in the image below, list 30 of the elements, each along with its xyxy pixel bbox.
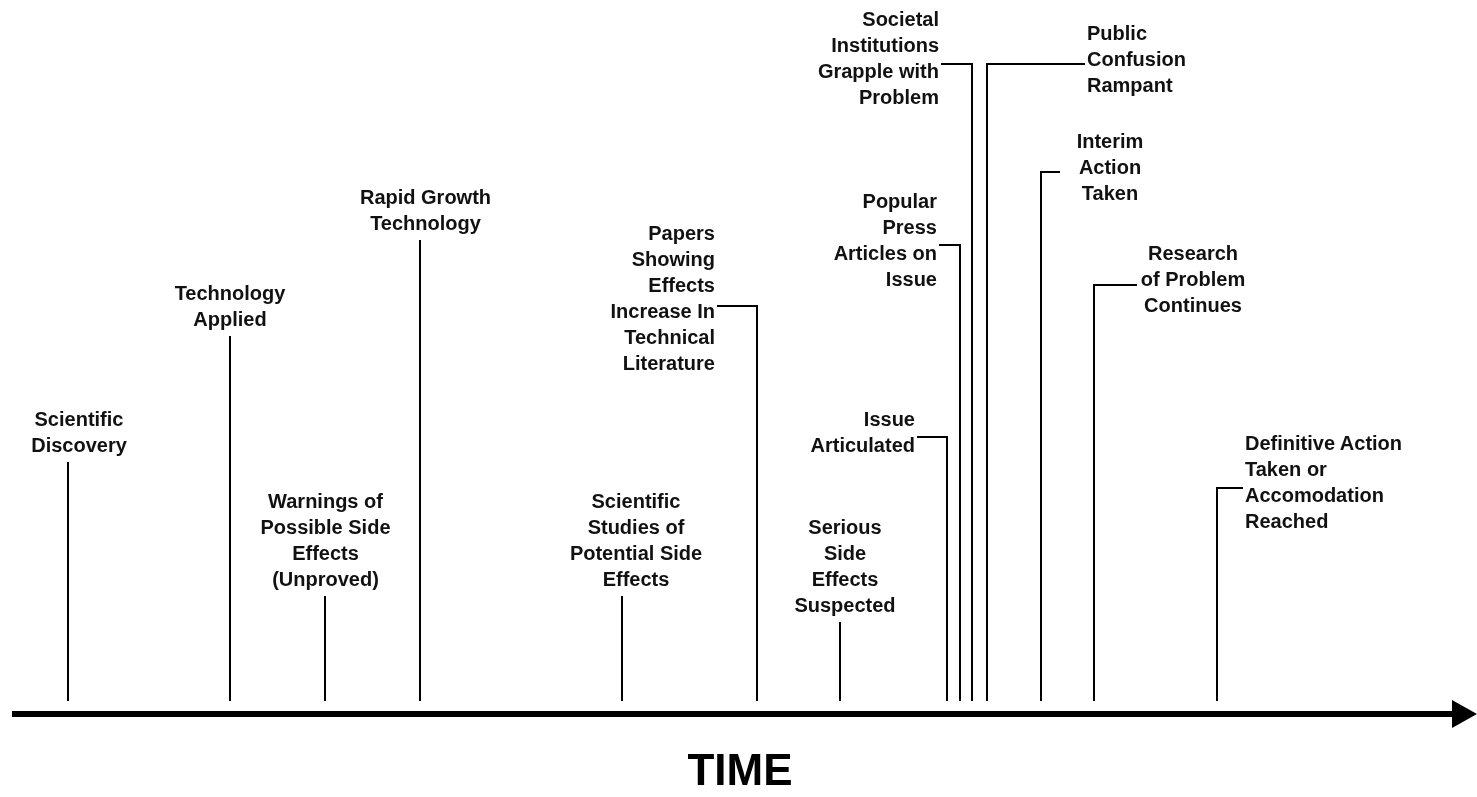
leader-line <box>716 305 758 702</box>
leader-line <box>621 595 623 702</box>
leader-line <box>1093 284 1138 702</box>
event-label: Interim Action Taken <box>1062 128 1158 206</box>
leader-line <box>1216 487 1244 702</box>
event-label: Societal Institutions Grapple with Problem <box>805 6 939 110</box>
leader-line <box>229 335 231 702</box>
event-label: Issue Articulated <box>795 406 915 458</box>
leader-line <box>916 436 948 702</box>
event-label: Scientific Discovery <box>14 406 144 458</box>
leader-line <box>419 239 421 702</box>
leader-line <box>324 595 326 702</box>
timeline-arrow <box>12 700 1477 728</box>
leader-line <box>940 63 973 702</box>
event-label: Definitive Action Taken or Accomodation Reached <box>1245 430 1430 534</box>
event-label: Scientific Studies of Potential Side Effects <box>555 488 717 592</box>
event-label: Technology Applied <box>150 280 310 332</box>
leader-line <box>67 461 69 702</box>
event-label: Papers Showing Effects Increase In Technical Literature <box>583 220 715 376</box>
axis-title: TIME <box>686 745 794 795</box>
leader-line <box>1040 171 1061 702</box>
leader-line <box>986 63 1086 702</box>
event-label: Serious Side Effects Suspected <box>793 514 897 618</box>
event-label: Research of Problem Continues <box>1139 240 1247 318</box>
leader-line <box>938 244 961 702</box>
leader-line <box>839 621 841 702</box>
event-label: Popular Press Articles on Issue <box>815 188 937 292</box>
event-label: Warnings of Possible Side Effects (Unproved) <box>248 488 403 592</box>
event-label: Public Confusion Rampant <box>1087 20 1199 98</box>
event-label: Rapid Growth Technology <box>338 184 513 236</box>
